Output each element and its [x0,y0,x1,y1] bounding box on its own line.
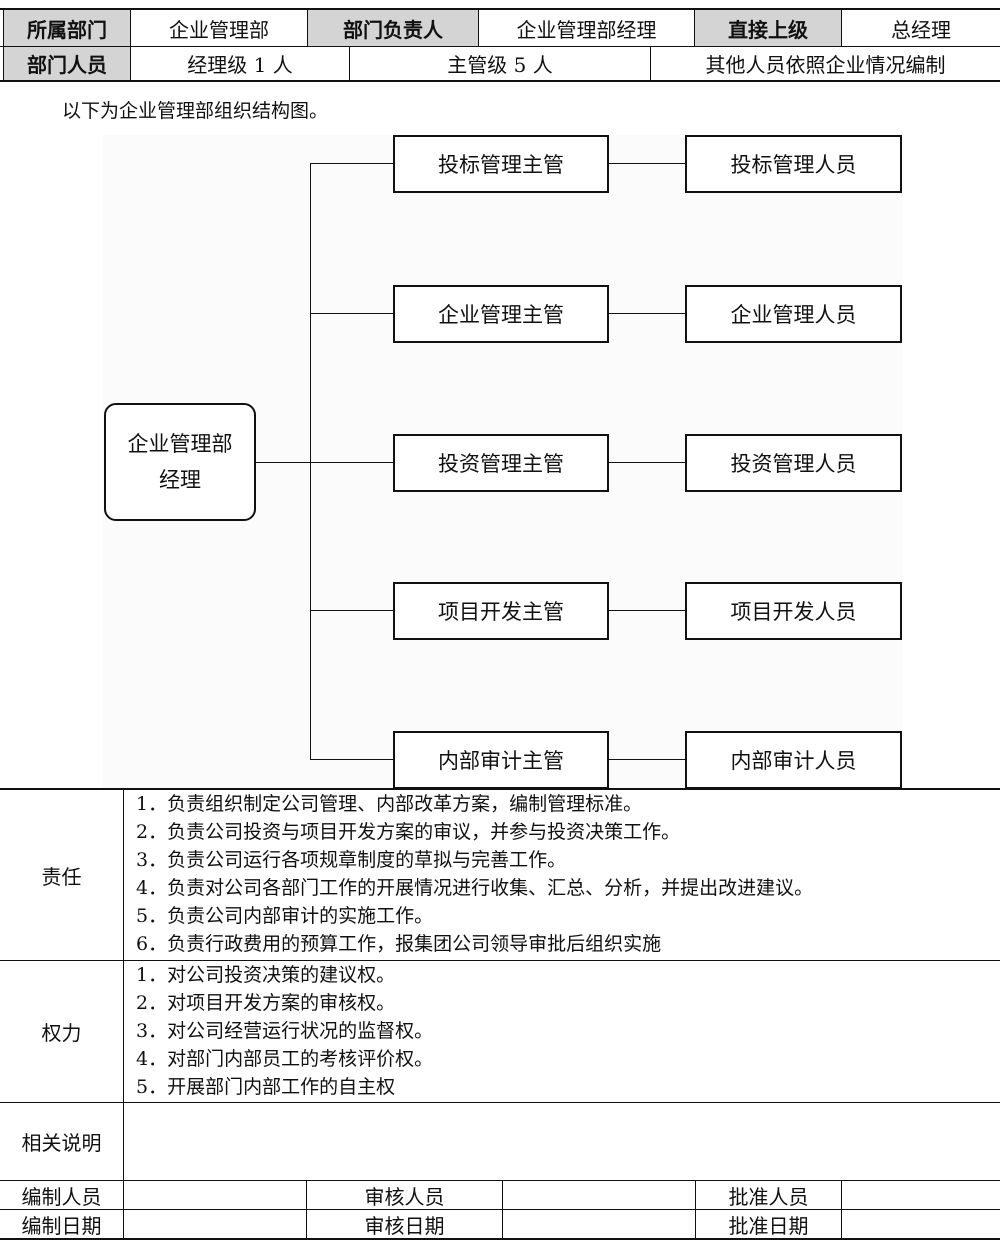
dept-value: 企业管理部 [169,17,269,42]
org-staff-box: 企业管理人员 [685,285,902,343]
org-staff-box: 投资管理人员 [685,434,902,492]
duty-item: 5．负责公司内部审计的实施工作。 [136,905,434,927]
intro-text: 以下为企业管理部组织结构图。 [62,100,329,122]
duties-label: 责任 [41,864,82,889]
notes-label: 相关说明 [21,1131,102,1155]
org-supervisor-box: 企业管理主管 [393,285,609,343]
power-item: 3．对公司经营运行状况的监督权。 [136,1020,434,1042]
org-supervisor-box: 内部审计主管 [393,731,609,789]
duty-item: 6．负责行政费用的预算工作，报集团公司领导审批后组织实施 [136,933,662,955]
header-table: 所属部门 企业管理部 部门负责人 企业管理部经理 直接上级 总经理 部门人员 经… [0,0,1000,82]
staff-label: 部门人员 [4,47,130,80]
org-staff-box: 投标管理人员 [685,135,902,193]
org-staff-box: 内部审计人员 [685,731,902,789]
duty-item: 3．负责公司运行各项规章制度的草拟与完善工作。 [136,849,567,871]
powers-label: 权力 [41,1021,82,1045]
manager-level: 经理级 1 人 [187,53,293,77]
org-root-box: 企业管理部 经理 [104,403,256,521]
org-supervisor-box: 投资管理主管 [393,434,609,492]
power-item: 5．开展部门内部工作的自主权 [136,1076,396,1098]
reviewed-by-field[interactable] [503,1181,695,1209]
prepared-date-label: 编制日期 [21,1213,102,1238]
org-root-line1: 企业管理部 [127,432,233,456]
org-supervisor-box: 项目开发主管 [393,582,609,640]
duty-item: 4．负责对公司各部门工作的开展情况进行收集、汇总、分析，并提出改进建议。 [136,877,814,899]
notes-field[interactable] [124,1103,1000,1180]
power-item: 2．对项目开发方案的审核权。 [136,992,396,1014]
root-connector [256,462,310,463]
org-staff-box: 项目开发人员 [685,582,902,640]
prepared-by-field[interactable] [124,1181,306,1209]
reviewed-by-label: 审核人员 [364,1184,445,1209]
others-note: 其他人员依照企业情况编制 [705,53,946,77]
prepared-date-field[interactable] [124,1210,306,1238]
duty-item: 1．负责组织制定公司管理、内部改革方案，编制管理标准。 [136,793,643,815]
detail-table [0,788,1000,1246]
superior-label: 直接上级 [695,10,841,46]
duties-list: 1．负责组织制定公司管理、内部改革方案，编制管理标准。 2．负责公司投资与项目开… [136,790,813,958]
powers-list: 1．对公司投资决策的建议权。 2．对项目开发方案的审核权。 3．对公司经营运行状… [136,961,433,1101]
head-value: 企业管理部经理 [516,17,657,42]
approved-by-field[interactable] [842,1181,1000,1209]
supervisor-level: 主管级 5 人 [447,53,553,77]
approved-date-label: 批准日期 [728,1213,809,1238]
trunk-line [310,163,311,760]
approved-by-label: 批准人员 [728,1184,809,1209]
dept-label: 所属部门 [4,10,130,46]
duty-item: 2．负责公司投资与项目开发方案的审议，并参与投资决策工作。 [136,821,681,843]
prepared-by-label: 编制人员 [21,1184,102,1209]
power-item: 4．对部门内部员工的考核评价权。 [136,1048,434,1070]
approved-date-field[interactable] [842,1210,1000,1238]
org-root-line2: 经理 [159,468,201,492]
reviewed-date-field[interactable] [503,1210,695,1238]
superior-value: 总经理 [891,17,951,42]
org-supervisor-box: 投标管理主管 [393,135,609,193]
power-item: 1．对公司投资决策的建议权。 [136,964,396,986]
head-label: 部门负责人 [308,10,478,46]
reviewed-date-label: 审核日期 [364,1213,445,1238]
